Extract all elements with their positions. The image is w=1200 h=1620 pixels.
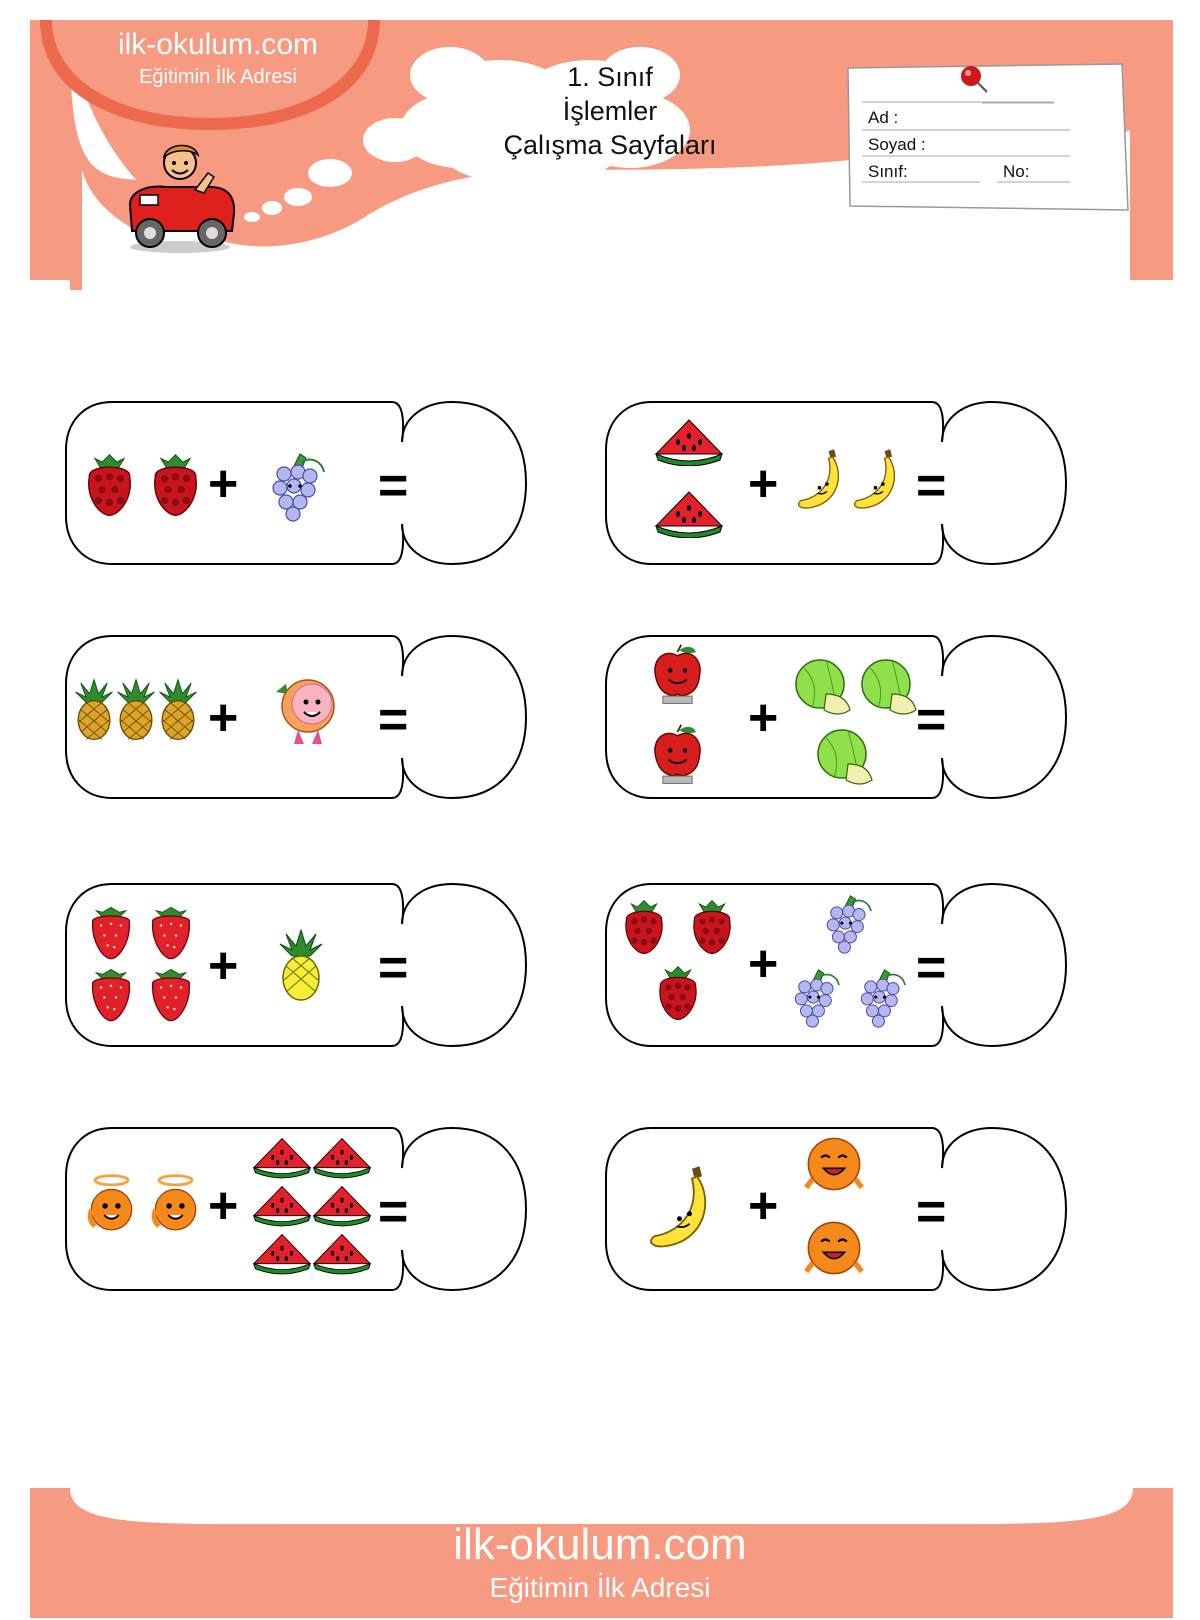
- footer-frame: [30, 1488, 1173, 1618]
- raspberry-icon: [654, 964, 702, 1022]
- grapefruit-icon: [270, 672, 340, 752]
- plus-sign: +: [748, 689, 779, 747]
- apple-icon: [650, 720, 705, 790]
- title-line-3: Çalışma Sayfaları: [503, 130, 717, 160]
- equals-sign: =: [378, 939, 409, 997]
- green-melon-icon: [786, 654, 856, 724]
- footer-tagline: Eğitimin İlk Adresi: [489, 1572, 711, 1603]
- watermelon-slice-icon: [654, 488, 724, 538]
- watermelon-slice-icon: [252, 1182, 312, 1227]
- logo-sub-text: Eğitimin İlk Adresi: [139, 66, 297, 88]
- plus-sign: +: [208, 689, 239, 747]
- green-melon-icon: [808, 724, 878, 794]
- footer-site-name[interactable]: ilk-okulum.com: [453, 1520, 747, 1569]
- grape-icon: [854, 968, 908, 1028]
- strawberry-icon: [86, 904, 136, 962]
- class-label: Sınıf:: [868, 162, 908, 181]
- equals-sign: =: [916, 939, 947, 997]
- watermelon-slice-icon: [252, 1134, 312, 1179]
- equals-sign: =: [378, 457, 409, 515]
- pineapple-icon: [114, 672, 158, 754]
- raspberry-icon: [688, 898, 736, 956]
- pineapple-icon: [156, 672, 200, 754]
- banana-icon: [642, 1160, 717, 1255]
- surname-label: Soyad :: [868, 135, 926, 154]
- problem-card-5: + =: [62, 880, 552, 1055]
- watermelon-slice-icon: [312, 1182, 372, 1227]
- title-line-2: İşlemler: [562, 96, 658, 126]
- grape-icon: [266, 452, 326, 522]
- pineapple-icon: [276, 928, 326, 1008]
- equals-sign: =: [916, 691, 947, 749]
- plus-sign: +: [748, 1177, 779, 1235]
- equals-sign: =: [378, 691, 409, 749]
- apple-icon: [650, 640, 705, 710]
- banana-icon: [792, 442, 847, 517]
- pineapple-icon: [72, 672, 116, 754]
- problem-card-4: + =: [602, 632, 1092, 807]
- worksheet-title: 1. Sınıf İşlemler Çalışma Sayfaları: [460, 60, 760, 162]
- problem-frame: [605, 634, 1068, 800]
- orange-icon: [802, 1132, 866, 1196]
- equals-sign: =: [378, 1183, 409, 1241]
- car-driver-illustration: [128, 144, 236, 253]
- title-line-1: 1. Sınıf: [567, 62, 653, 92]
- problem-card-1: + =: [62, 398, 552, 573]
- problem-card-6: + =: [602, 880, 1092, 1055]
- orange-halo-icon: [84, 1170, 139, 1240]
- problem-card-7: + =: [62, 1124, 552, 1299]
- banana-icon: [848, 442, 903, 517]
- plus-sign: +: [208, 455, 239, 513]
- equals-sign: =: [916, 1183, 947, 1241]
- grape-icon: [820, 894, 874, 954]
- watermelon-slice-icon: [312, 1230, 372, 1275]
- student-info-card: [847, 63, 1129, 211]
- plus-sign: +: [208, 1177, 239, 1235]
- problem-card-2: + =: [602, 398, 1092, 573]
- thought-cloud: [244, 47, 690, 222]
- watermelon-slice-icon: [654, 416, 724, 466]
- grape-icon: [788, 968, 842, 1028]
- plus-sign: +: [208, 937, 239, 995]
- orange-icon: [802, 1216, 866, 1280]
- logo-badge: [40, 20, 380, 130]
- raspberry-icon: [82, 450, 137, 520]
- problem-card-8: + =: [602, 1124, 1092, 1299]
- equals-sign: =: [916, 457, 947, 515]
- watermelon-slice-icon: [252, 1230, 312, 1275]
- name-label: Ad :: [868, 108, 899, 127]
- problem-card-3: + =: [62, 632, 552, 807]
- raspberry-icon: [620, 898, 668, 956]
- number-label: No:: [1003, 162, 1030, 181]
- strawberry-icon: [146, 904, 196, 962]
- raspberry-icon: [148, 450, 203, 520]
- watermelon-slice-icon: [312, 1134, 372, 1179]
- logo-main-text[interactable]: ilk-okulum.com: [117, 28, 319, 61]
- pushpin-icon: [961, 66, 988, 93]
- strawberry-icon: [86, 966, 136, 1024]
- problem-frame: [605, 1126, 1068, 1292]
- plus-sign: +: [748, 455, 779, 513]
- green-melon-icon: [852, 654, 922, 724]
- strawberry-icon: [146, 966, 196, 1024]
- plus-sign: +: [748, 935, 779, 993]
- orange-halo-icon: [148, 1170, 203, 1240]
